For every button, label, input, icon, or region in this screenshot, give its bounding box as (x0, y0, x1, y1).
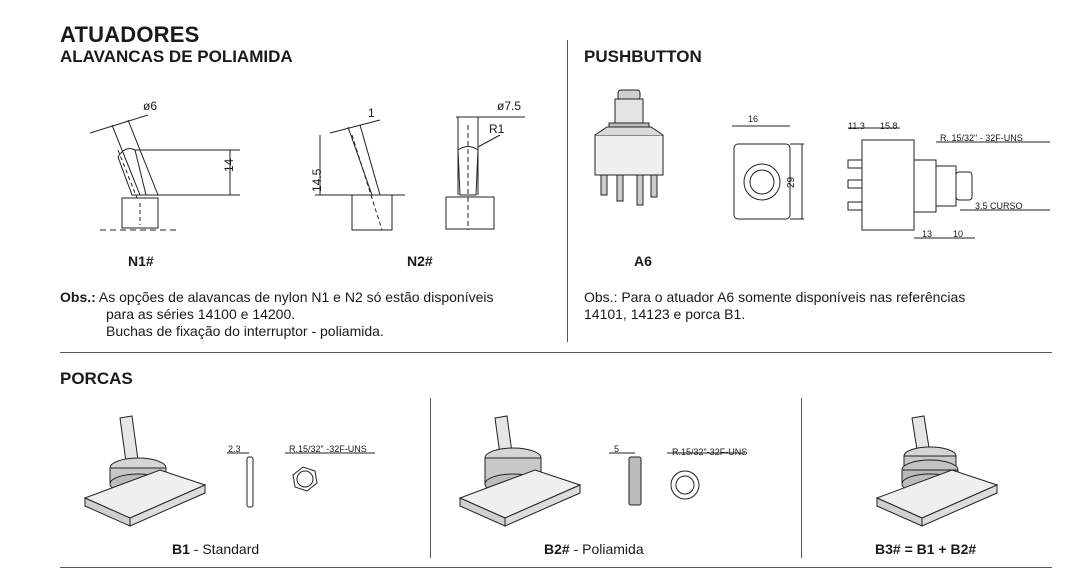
section-subtitle-poliamida: ALAVANCAS DE POLIAMIDA (60, 47, 293, 66)
b2-desc: - Poliamida (569, 541, 644, 557)
b3-switch-illustration (875, 415, 999, 527)
b1-switch-illustration (83, 415, 207, 527)
divider-vertical-porcas-1 (430, 398, 431, 558)
a6-pushbutton-illustration (594, 89, 664, 206)
n2-dia-label: ø7.5 (497, 99, 522, 113)
n1-height-label: 14 (222, 158, 236, 172)
b2-switch-illustration (458, 415, 582, 527)
b2-code: B2# (544, 541, 570, 557)
section-title-atuadores: ATUADORES (60, 22, 200, 47)
section-title-porcas: PORCAS (60, 369, 133, 388)
a6-d158-label: 15.8 (880, 121, 898, 131)
b2-thick-label: 5 (614, 444, 620, 454)
section-title-pushbutton: PUSHBUTTON (584, 47, 702, 66)
obs-line-1: As opções de alavancas de nylon N1 e N2 … (95, 289, 494, 305)
a6-d10-label: 10 (953, 229, 964, 239)
a6-side-view-drawing (847, 127, 1050, 239)
n2-radius-label: R1 (489, 122, 505, 136)
obs-pushbutton-line-2: 14101, 14123 e porca B1. (584, 306, 746, 322)
n2-top-dim-label: 1 (368, 106, 375, 120)
divider-vertical-top (567, 40, 568, 342)
a6-h29-label: 29 (786, 176, 797, 188)
n1-dia-label: ø6 (143, 99, 158, 113)
a6-d13-label: 13 (922, 229, 933, 239)
divider-horizontal-bottom (60, 567, 1052, 568)
b2-caption: B2# - Poliamida (544, 541, 644, 557)
b1-thick-label: 2.3 (228, 444, 241, 454)
a6-d113-label: 11.3 (848, 121, 865, 131)
obs-label: Obs.: (60, 289, 96, 305)
divider-horizontal-middle (60, 352, 1052, 353)
b1-code: B1 (172, 541, 190, 557)
b1-caption: B1 - Standard (172, 541, 259, 557)
n1-code-label: N1# (128, 253, 154, 269)
n1-lever-drawing (89, 114, 240, 231)
n2-code-label: N2# (407, 253, 433, 269)
n2-lever-drawing-side (315, 119, 405, 231)
obs-pushbutton: Obs.: Para o atuador A6 somente disponív… (584, 289, 1064, 323)
b3-caption: B3# = B1 + B2# (875, 541, 977, 557)
a6-curso-label: 3.5 CURSO (975, 201, 1023, 211)
obs-line-3: Buchas de fixação do interruptor - polia… (106, 323, 384, 339)
obs-pushbutton-line-1: Obs.: Para o atuador A6 somente disponív… (584, 289, 966, 305)
obs-atuadores: Obs.: As opções de alavancas de nylon N1… (60, 289, 560, 340)
a6-thread-label: R. 15/32" - 32F-UNS (940, 133, 1023, 143)
divider-vertical-porcas-2 (801, 398, 802, 558)
obs-line-2: para as séries 14100 e 14200. (106, 306, 296, 322)
n2-lever-drawing-front (445, 116, 525, 230)
b2-thread-label: R.15/32"-32F-UNS (672, 447, 748, 457)
a6-w16-label: 16 (748, 114, 759, 124)
b1-desc: - Standard (189, 541, 260, 557)
b2-nut-drawing (609, 452, 745, 506)
b1-nut-drawing (227, 452, 375, 508)
a6-front-view-drawing (732, 125, 804, 220)
n2-height-label: 14.5 (310, 168, 324, 192)
a6-code-label: A6 (634, 253, 652, 269)
b1-thread-label: R.15/32" -32F-UNS (289, 444, 367, 454)
